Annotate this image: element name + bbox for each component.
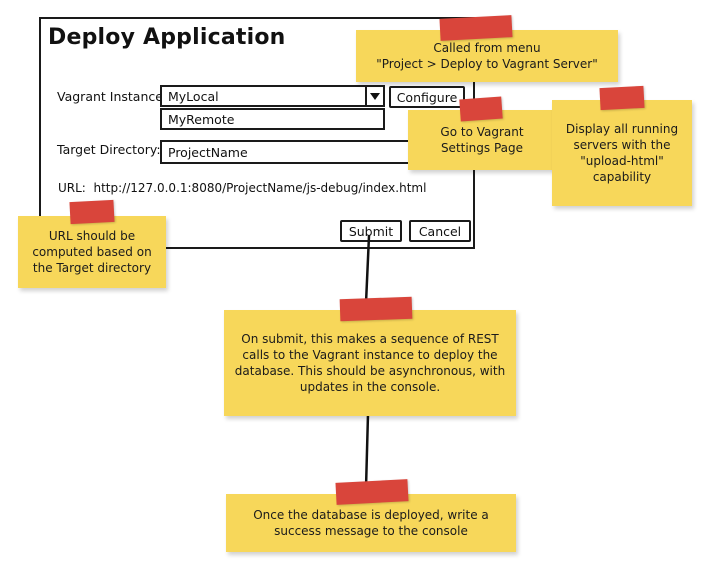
- note-menu-tape: [439, 15, 513, 41]
- note-url-text: URL should be computed based on the Targ…: [32, 229, 152, 275]
- dialog-title: Deploy Application: [48, 25, 286, 50]
- note-servers: Display all running servers with the "up…: [552, 100, 692, 206]
- cancel-button[interactable]: Cancel: [409, 220, 471, 242]
- note-settings-tape: [459, 96, 503, 122]
- note-settings: Go to Vagrant Settings Page: [408, 110, 556, 170]
- vagrant-instance-select[interactable]: MyLocal: [160, 85, 385, 107]
- vagrant-instance-label: Vagrant Instance:: [57, 89, 168, 104]
- target-directory-input[interactable]: ProjectName: [160, 140, 420, 164]
- note-url: URL should be computed based on the Targ…: [18, 216, 166, 288]
- vagrant-instance-option-label: MyRemote: [168, 111, 235, 127]
- configure-button[interactable]: Configure: [389, 86, 465, 108]
- target-directory-label: Target Directory:: [57, 142, 161, 157]
- url-row: URL: http://127.0.0.1:8080/ProjectName/j…: [58, 181, 426, 195]
- note-menu-text: Called from menu "Project > Deploy to Va…: [376, 41, 598, 71]
- arrow-rest-to-done: [364, 412, 370, 490]
- vagrant-instance-option[interactable]: MyRemote: [160, 108, 385, 130]
- submit-button[interactable]: Submit: [340, 220, 402, 242]
- note-menu: Called from menu "Project > Deploy to Va…: [356, 30, 618, 82]
- note-servers-text: Display all running servers with the "up…: [565, 122, 679, 184]
- note-submit-tape: [339, 296, 413, 322]
- chevron-down-icon[interactable]: [365, 87, 383, 105]
- url-value: http://127.0.0.1:8080/ProjectName/js-deb…: [93, 181, 427, 195]
- note-settings-text: Go to Vagrant Settings Page: [440, 125, 524, 155]
- note-done-text: Once the database is deployed, write a s…: [253, 508, 489, 538]
- note-servers-tape: [599, 85, 645, 111]
- vagrant-instance-selected: MyLocal: [168, 88, 219, 104]
- url-label: URL:: [58, 181, 86, 195]
- arrow-submit-to-rest: [364, 234, 371, 305]
- note-submit-text: On submit, this makes a sequence of REST…: [234, 332, 506, 394]
- note-url-tape: [69, 199, 115, 225]
- target-directory-value: ProjectName: [168, 144, 248, 160]
- note-done: Once the database is deployed, write a s…: [226, 494, 516, 552]
- note-submit: On submit, this makes a sequence of REST…: [224, 310, 516, 416]
- note-done-tape: [335, 479, 409, 505]
